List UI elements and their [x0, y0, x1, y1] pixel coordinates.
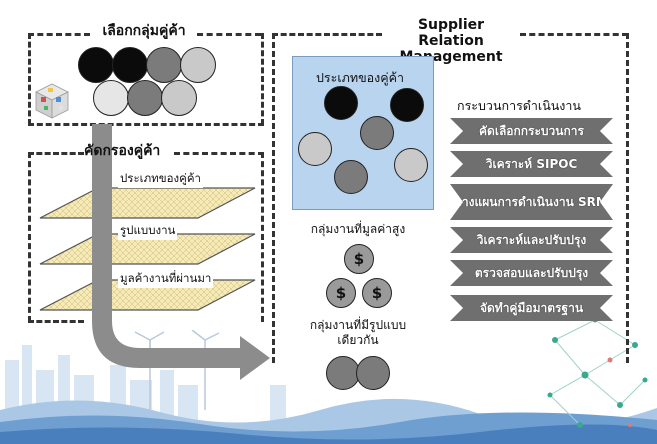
type-circle-gray-2 [334, 160, 368, 194]
supplier-circle-black-2 [112, 47, 148, 83]
screening-flow-bar [92, 160, 112, 300]
screen-box-top-left-border [28, 152, 84, 155]
flow-arrow-icon [92, 296, 270, 380]
type-circle-gray-1 [360, 116, 394, 150]
srm-box-right-border [626, 33, 629, 363]
similar-circle-1 [326, 356, 360, 390]
screen-suppliers-title: คัดกรองคู่ค้า [84, 143, 161, 159]
select-box-bottom-border [28, 123, 264, 126]
supplier-circle-gray-2 [127, 80, 163, 116]
layer-label-work-pattern: รูปแบบงาน [118, 222, 178, 240]
srm-box-left-border [272, 33, 275, 363]
supplier-type-title: ประเภทของคู่ค้า [316, 70, 405, 85]
cube-puzzle-icon [35, 83, 69, 119]
select-box-top-left-border [28, 33, 90, 36]
process-step-5-label: ตรวจสอบและปรับปรุง [474, 265, 589, 280]
similar-circle-2 [356, 356, 390, 390]
screen-box-bottom-border [28, 320, 84, 323]
similar-pattern-line1: กลุ่มงานที่มีรูปแบบ [309, 318, 407, 332]
city-skyline-icon [0, 330, 657, 444]
dollar-coin-icon-right: $ [362, 278, 392, 308]
srm-box-top-right-border [520, 33, 628, 36]
supplier-circle-black-1 [78, 47, 114, 83]
srm-title-line1: Supplier Relation [417, 17, 485, 49]
select-box-left-border [28, 33, 31, 125]
srm-box-top-left-border [272, 33, 382, 36]
process-step-1-label: คัดเลือกกระบวนการ [479, 123, 584, 138]
dollar-coin-icon-left: $ [326, 278, 356, 308]
process-step-6-label: จัดทำคู่มือมาตรฐาน [479, 300, 584, 315]
process-title: กระบวนการดำเนินงาน [457, 98, 581, 113]
type-circle-light-2 [394, 148, 428, 182]
process-step-2: วิเคราะห์ SIPOC [450, 151, 613, 177]
process-step-6: จัดทำคู่มือมาตรฐาน [450, 295, 613, 321]
similar-pattern-group-label: กลุ่มงานที่มีรูปแบบ เดียวกัน [296, 318, 420, 348]
supplier-circle-gray-1 [146, 47, 182, 83]
flow-connector-bar [92, 124, 112, 160]
type-circle-light-1 [298, 132, 332, 166]
network-nodes-icon [547, 317, 648, 428]
process-step-3: วางแผนการดำเนินงาน SRM [450, 184, 613, 220]
supplier-circle-light-1 [180, 47, 216, 83]
process-step-4-label: วิเคราะห์และปรับปรุง [476, 232, 587, 247]
screen-box-top-right-border [174, 152, 264, 155]
supplier-circle-light-2 [93, 80, 129, 116]
layer-label-supplier-type: ประเภทของคู่ค้า [118, 170, 203, 188]
high-value-group-label: กลุ่มงานที่มูลค่าสูง [310, 222, 406, 236]
type-circle-black-1 [324, 86, 358, 120]
process-step-5: ตรวจสอบและปรับปรุง [450, 260, 613, 286]
dollar-coin-icon-top: $ [344, 244, 374, 274]
screen-box-right-border [261, 152, 264, 322]
supplier-circle-light-3 [161, 80, 197, 116]
select-group-title: เลือกกลุ่มคู่ค้า [102, 23, 186, 39]
process-step-1: คัดเลือกกระบวนการ [450, 118, 613, 144]
process-step-4: วิเคราะห์และปรับปรุง [450, 227, 613, 253]
process-step-3-label: วางแผนการดำเนินงาน SRM [455, 194, 608, 209]
process-step-2-label: วิเคราะห์ SIPOC [485, 156, 578, 171]
similar-pattern-line2: เดียวกัน [337, 333, 379, 347]
type-circle-black-2 [390, 88, 424, 122]
layer-label-past-value: มูลค้างานที่ผ่านมา [118, 270, 214, 288]
select-box-top-right-border [197, 33, 261, 36]
screen-box-left-border [28, 152, 31, 322]
select-box-right-border [261, 33, 264, 125]
